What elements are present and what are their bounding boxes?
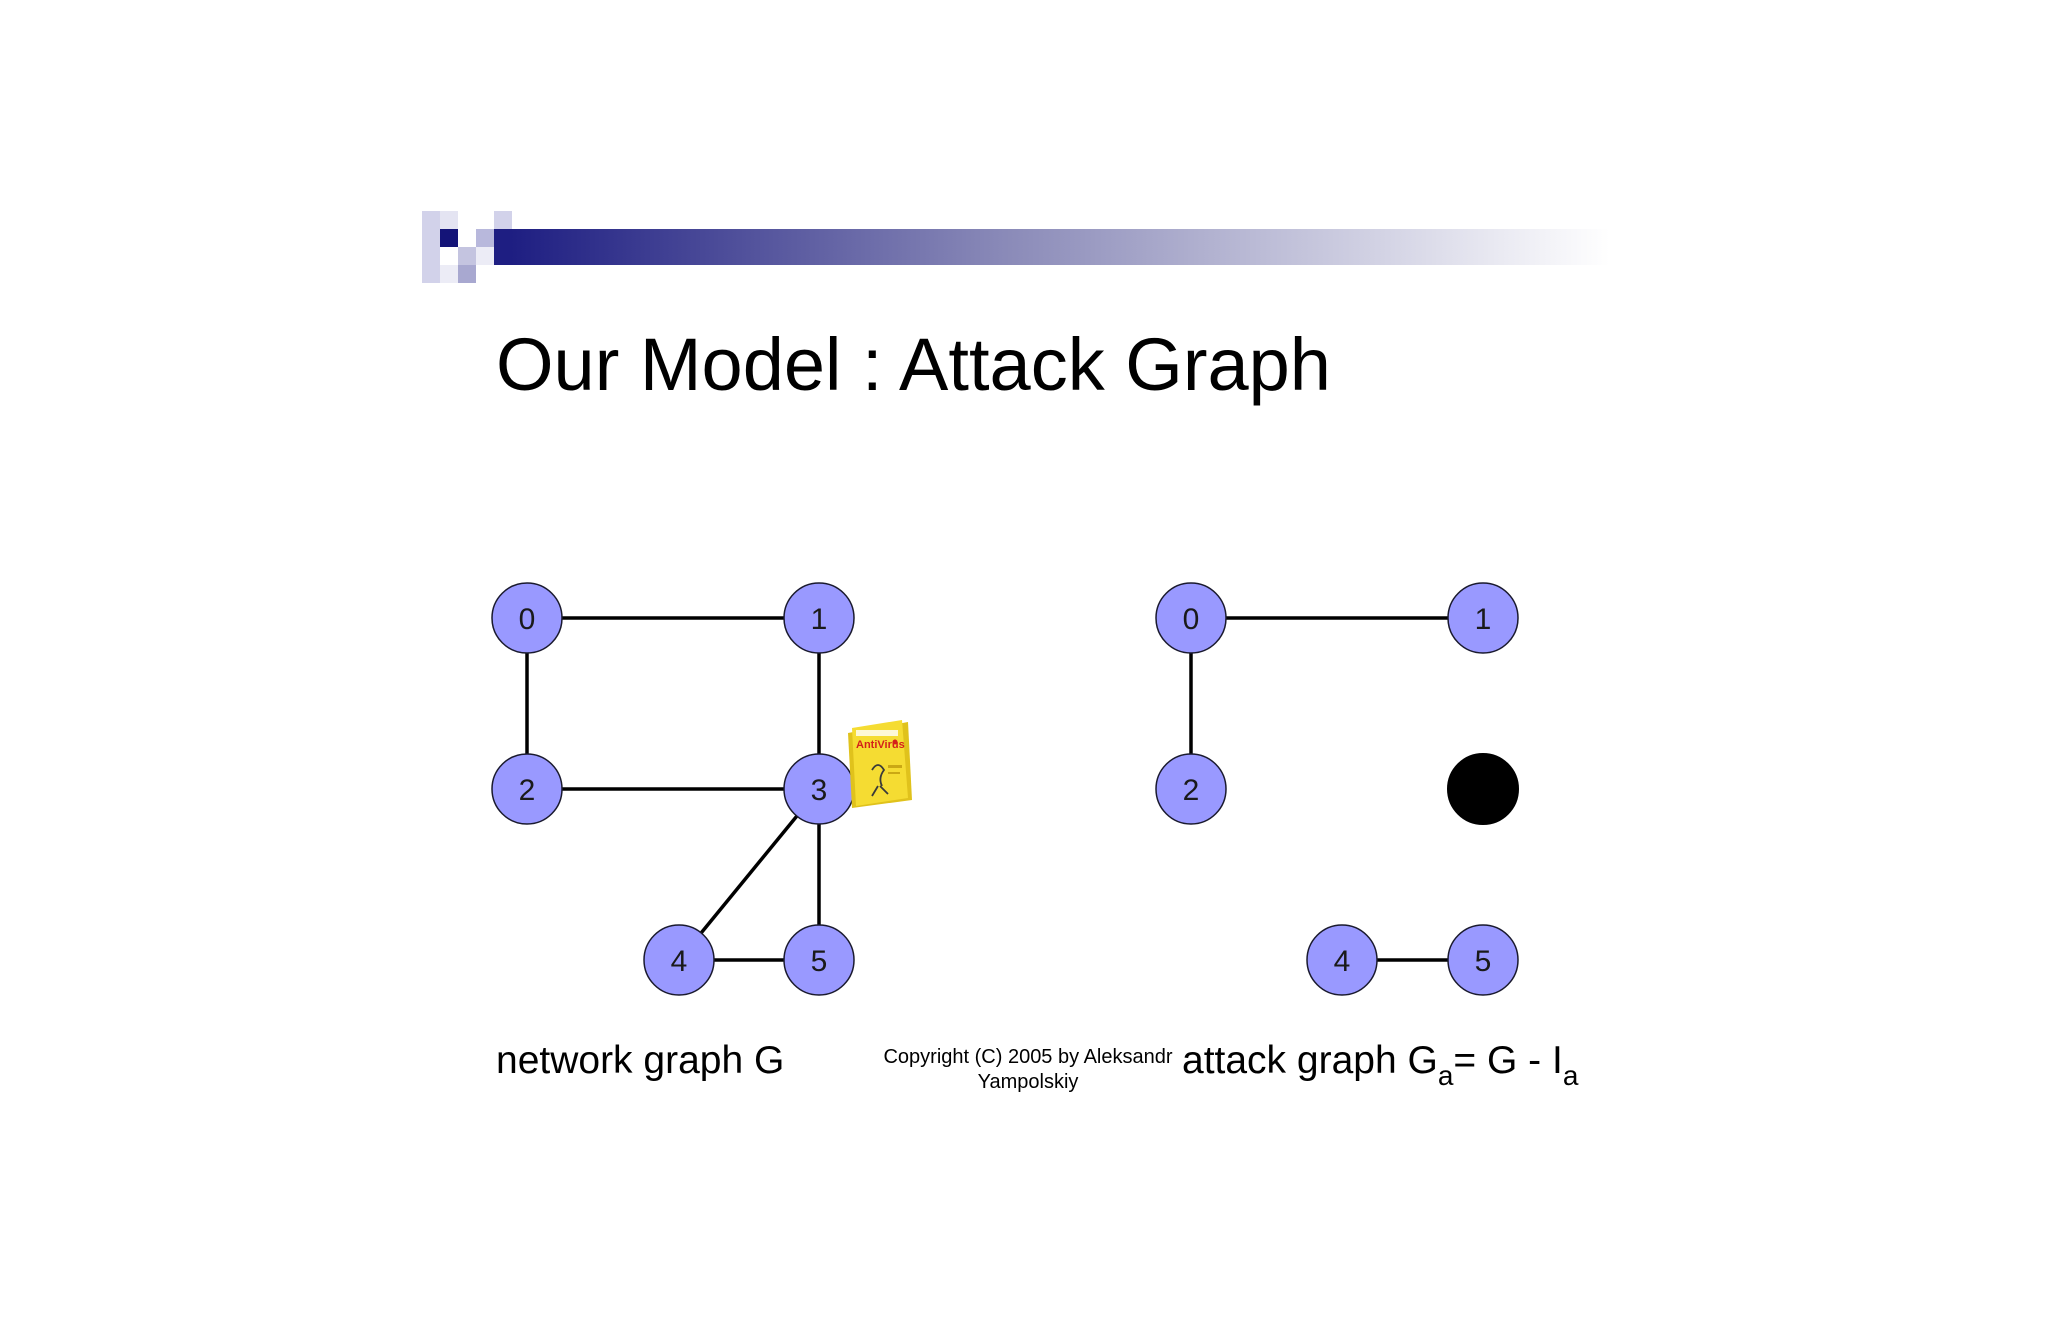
network-node-3: 3 (783, 753, 855, 825)
network-node-2-label: 2 (519, 774, 536, 807)
copyright-line-2: Yampolskiy (978, 1071, 1079, 1093)
attack-node-4-label: 4 (1334, 945, 1351, 978)
network-node-0-circle (491, 582, 563, 654)
network-node-2: 2 (491, 753, 563, 825)
attack-node-0-circle (1155, 582, 1227, 654)
attack-graph-edges (1189, 616, 1483, 962)
attack-caption-subscript-1: a (1438, 1060, 1454, 1091)
network-node-2-circle (491, 753, 563, 825)
attack-node-2-circle (1155, 753, 1227, 825)
attack-node-1-label: 1 (1475, 603, 1492, 636)
network-node-5-label: 5 (811, 945, 828, 978)
network-graph-caption: network graph G (496, 1039, 784, 1082)
attack-caption-subscript-2: a (1563, 1060, 1579, 1091)
pixel-block-logo-icon (422, 211, 512, 283)
attack-caption-main: attack graph G (1182, 1039, 1438, 1082)
attack-node-5-label: 5 (1475, 945, 1492, 978)
network-node-4: 4 (643, 924, 715, 996)
attack-node-0-label: 0 (1183, 603, 1200, 636)
attack-node-3 (1447, 753, 1519, 825)
attack-node-1: 1 (1447, 582, 1519, 654)
network-node-1: 1 (783, 582, 855, 654)
network-node-4-circle (643, 924, 715, 996)
network-node-5: 5 (783, 924, 855, 996)
antivirus-software-box-icon: AntiVirus (848, 720, 912, 808)
attack-node-4-circle (1306, 924, 1378, 996)
attack-node-3-circle (1447, 753, 1519, 825)
network-node-1-circle (783, 582, 855, 654)
network-node-1-label: 1 (811, 603, 828, 636)
network-graph: 0 1 2 3 4 5 AntiVirus network graph G (491, 582, 912, 1082)
network-node-0: 0 (491, 582, 563, 654)
attack-node-5: 5 (1447, 924, 1519, 996)
attack-caption-middle: = G - I (1453, 1039, 1562, 1082)
network-node-5-circle (783, 924, 855, 996)
header-banner (422, 211, 1610, 283)
slide-title: Our Model : Attack Graph (496, 323, 1331, 406)
attack-node-0: 0 (1155, 582, 1227, 654)
copyright-notice: Copyright (C) 2005 by Aleksandr Yampolsk… (883, 1046, 1172, 1093)
network-node-4-label: 4 (671, 945, 688, 978)
banner-gradient-bar (510, 229, 1610, 265)
attack-node-1-circle (1447, 582, 1519, 654)
copyright-line-1: Copyright (C) 2005 by Aleksandr (883, 1046, 1172, 1068)
attack-node-4: 4 (1306, 924, 1378, 996)
attack-node-2: 2 (1155, 753, 1227, 825)
attack-node-2-label: 2 (1183, 774, 1200, 807)
network-node-3-label: 3 (811, 774, 828, 807)
network-graph-nodes: 0 1 2 3 4 5 (491, 582, 855, 996)
antivirus-box-label: AntiVirus (856, 739, 905, 751)
attack-graph-nodes: 0 1 2 4 5 (1155, 582, 1519, 996)
network-node-0-label: 0 (519, 603, 536, 636)
attack-graph-caption: attack graph Ga= G - Ia (1182, 1039, 1579, 1091)
attack-node-5-circle (1447, 924, 1519, 996)
network-edge-3-4 (677, 787, 821, 962)
network-graph-edges (525, 616, 821, 962)
